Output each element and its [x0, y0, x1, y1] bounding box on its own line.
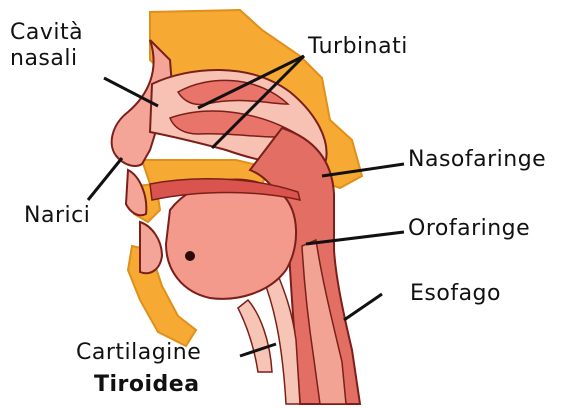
lower-lip: [140, 222, 162, 273]
tongue: [166, 179, 296, 298]
label-nasofaringe: Nasofaringe: [408, 147, 546, 173]
label-narici: Narici: [24, 203, 90, 229]
label-cavita-line2: nasali: [10, 46, 83, 72]
pointer-narici: [88, 158, 122, 200]
label-tiroidea: Tiroidea: [94, 372, 200, 398]
label-cavita-line1: Cavità: [10, 20, 83, 46]
hyoid-dot: [185, 251, 195, 261]
upper-lip: [126, 170, 146, 215]
label-turbinati: Turbinati: [308, 34, 408, 60]
label-cavita-nasali: Cavità nasali: [10, 20, 83, 72]
pointer-esofago: [344, 294, 382, 320]
thyroid-cartilage: [238, 300, 272, 372]
label-cartilagine: Cartilagine: [76, 340, 201, 366]
label-orofaringe: Orofaringe: [408, 216, 530, 242]
label-esofago: Esofago: [410, 281, 501, 307]
